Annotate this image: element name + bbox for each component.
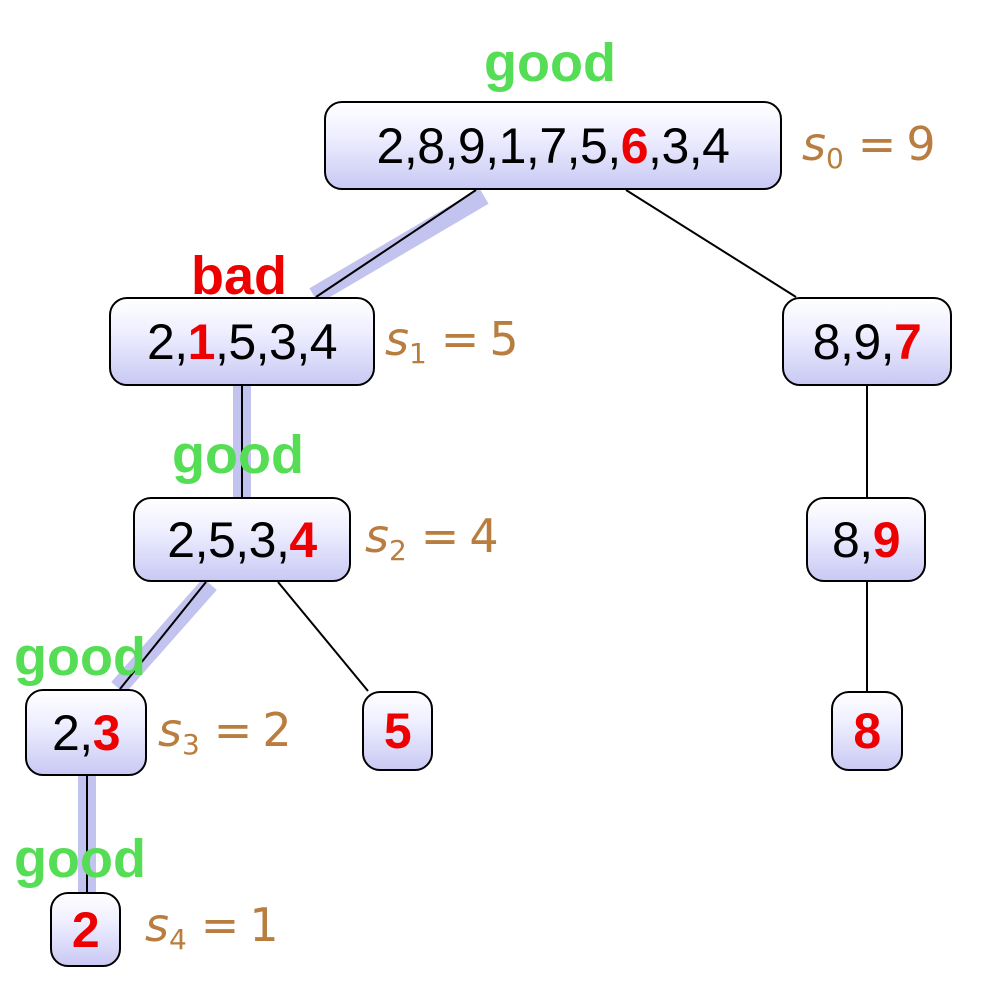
s0-label: s0=9	[802, 121, 936, 173]
s4-var: s	[145, 898, 169, 952]
node-root-pivot: 6	[620, 117, 649, 174]
s1-value: 5	[489, 312, 519, 366]
node-n2-pivot: 4	[289, 511, 317, 568]
s2-var: s	[365, 509, 389, 563]
node-n3: 2,3	[25, 689, 147, 776]
s2-sub: 2	[388, 534, 407, 567]
s4-sub: 4	[168, 923, 187, 956]
node-n4-pivot: 2	[71, 901, 100, 958]
node-r3-pivot: 8	[853, 703, 881, 759]
verdict-n2: good	[172, 425, 304, 485]
node-n1-before: 2,	[146, 313, 188, 370]
node-n1-after: ,5,3,4	[214, 313, 338, 370]
node-r2-pivot: 9	[872, 511, 901, 568]
verdict-root: good	[484, 33, 616, 93]
node-root-after: ,3,4	[648, 117, 730, 174]
s4-label: s4=1	[145, 902, 279, 954]
node-n2: 2,5,3,4	[133, 497, 351, 582]
node-root: 2,8,9,1,7,5,6,3,4	[324, 101, 782, 190]
edge-root-n1	[315, 189, 477, 298]
node-r2: 8,9	[806, 497, 926, 582]
s2-eq: =	[420, 509, 460, 563]
edge-n2-n3	[119, 581, 207, 690]
node-n3-before: 2,	[51, 704, 93, 761]
s4-eq: =	[200, 898, 240, 952]
node-n4: 2	[50, 892, 121, 967]
node-root-before: 2,8,9,1,7,5,	[376, 117, 622, 174]
node-n5-pivot: 5	[383, 703, 412, 759]
s3-var: s	[158, 703, 182, 757]
node-r3: 8	[831, 691, 903, 771]
path-highlight-n2-n3	[111, 578, 217, 694]
node-n1-pivot: 1	[187, 313, 216, 370]
verdict-n3: good	[14, 627, 146, 687]
edge-n2-n5	[277, 581, 369, 692]
node-r1-before: 8,9,	[812, 313, 895, 370]
verdict-n4: good	[14, 829, 146, 889]
s3-sub: 3	[181, 728, 200, 761]
s3-eq: =	[213, 703, 253, 757]
node-n1: 2,1,5,3,4	[109, 297, 375, 386]
s0-sub: 0	[825, 142, 844, 175]
s0-eq: =	[857, 117, 897, 171]
s1-eq: =	[440, 312, 480, 366]
s3-value: 2	[262, 703, 292, 757]
node-r2-before: 8,	[831, 511, 873, 568]
s1-sub: 1	[408, 337, 427, 370]
s2-value: 4	[469, 509, 499, 563]
s0-value: 9	[906, 117, 936, 171]
s1-label: s1=5	[385, 316, 519, 368]
node-r1-pivot: 7	[894, 313, 922, 370]
s2-label: s2=4	[365, 513, 499, 565]
node-n3-pivot: 3	[92, 704, 121, 761]
s1-var: s	[385, 312, 409, 366]
s4-value: 1	[249, 898, 279, 952]
node-r1: 8,9,7	[782, 297, 952, 386]
verdict-n1: bad	[191, 246, 288, 306]
node-n2-before: 2,5,3,	[167, 511, 290, 568]
edge-root-r1	[625, 189, 797, 298]
s3-label: s3=2	[158, 707, 292, 759]
node-n5: 5	[362, 691, 433, 771]
s0-var: s	[802, 117, 826, 171]
